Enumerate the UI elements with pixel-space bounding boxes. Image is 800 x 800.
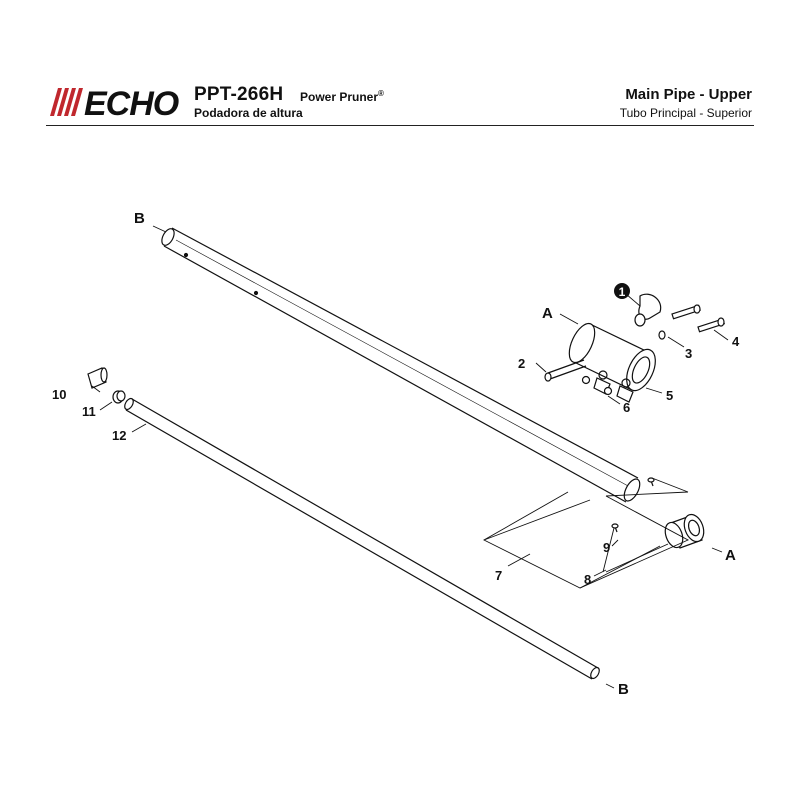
cap-part-10 [87,367,108,389]
ref-b-top: B [134,210,145,227]
clamp-part-5 [568,322,656,403]
header-rule [46,125,754,126]
bolt-part-2 [544,359,587,382]
callout-6: 6 [623,400,630,415]
svg-text:ECHO: ECHO [84,85,179,120]
callout-2: 2 [518,356,525,371]
callout-7: 7 [495,568,502,583]
assembly-bracket [483,477,690,589]
callout-1: 1 [619,285,626,299]
screw-part-9b [611,523,619,533]
callout-9: 9 [603,540,610,555]
product-name-spanish: Podadora de altura [194,106,303,120]
echo-logo: ECHO [50,85,180,120]
knob-part-1 [634,293,662,327]
washer-part-3 [658,330,666,340]
bolt-part-4 [697,317,726,333]
ref-b-bottom: B [618,681,629,698]
section-title: Main Pipe - Upper [625,86,752,103]
callout-1-badge [614,283,630,299]
model-number: PPT-266H [194,84,284,105]
rod-part-12 [124,397,600,680]
page-header: ECHO PPT-266H Power Pruner® Podadora de … [0,0,800,130]
leader-lines [91,225,729,689]
coupler-part-8 [664,513,705,549]
main-pipe-upper [161,227,641,503]
nut-part-6a [581,375,591,385]
callout-11: 11 [82,404,96,419]
section-title-spanish: Tubo Principal - Superior [619,106,752,120]
callout-3: 3 [685,346,692,361]
ref-a-clamp: A [542,305,553,322]
nut-part-6b [603,386,613,396]
callout-4: 4 [732,334,740,349]
ref-a-coupler: A [725,547,736,564]
callout-12: 12 [112,428,126,443]
screw-part-9a [647,477,655,487]
product-name: Power Pruner® [300,89,384,104]
callout-5: 5 [666,388,673,403]
bushing-part-11 [112,390,126,404]
callout-10: 10 [52,387,66,402]
bolt-part-3 [671,304,701,320]
callout-8: 8 [584,572,591,587]
